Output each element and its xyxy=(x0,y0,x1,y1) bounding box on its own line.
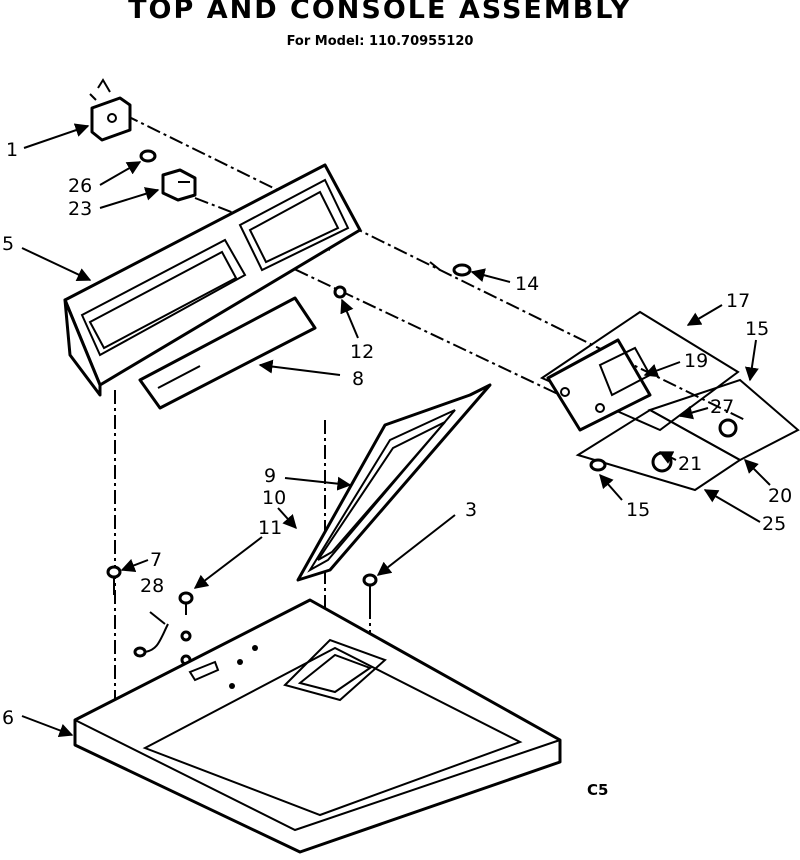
callout-17: 17 xyxy=(726,290,750,312)
part-8-trim xyxy=(138,296,317,410)
callout-26: 26 xyxy=(68,175,92,197)
callout-labels: 1 26 23 5 14 12 8 17 15 19 27 21 20 15 2… xyxy=(2,139,792,799)
callout-21: 21 xyxy=(678,453,702,475)
model-subtitle: For Model: 110.70955120 xyxy=(286,34,474,49)
part-7-screw xyxy=(106,565,122,595)
diagram-title: TOP AND CONSOLE ASSEMBLY xyxy=(128,0,632,25)
callout-12: 12 xyxy=(350,341,374,363)
part-17-bracket-outline xyxy=(539,310,740,432)
page-code: C5 xyxy=(587,781,608,799)
part-3-screw xyxy=(362,573,378,605)
part-26-screw xyxy=(139,149,157,163)
callout-25: 25 xyxy=(762,513,786,535)
callout-19: 19 xyxy=(684,350,708,372)
callout-8: 8 xyxy=(352,368,364,390)
callout-5: 5 xyxy=(2,233,14,255)
callout-1: 1 xyxy=(6,139,18,161)
callout-15-top: 15 xyxy=(745,318,769,340)
callout-3: 3 xyxy=(465,499,477,521)
callout-28: 28 xyxy=(140,575,164,597)
callout-27: 27 xyxy=(710,396,734,418)
part-5-console xyxy=(63,163,362,397)
callout-14: 14 xyxy=(515,273,539,295)
callout-7: 7 xyxy=(150,549,162,571)
part-19-controls xyxy=(546,338,652,432)
part-12-screw xyxy=(333,285,347,299)
part-6-top xyxy=(73,598,562,854)
part-9-door xyxy=(296,383,492,582)
part-23-bracket xyxy=(161,168,197,202)
callout-10: 10 xyxy=(262,487,286,509)
callout-23: 23 xyxy=(68,198,92,220)
callout-11: 11 xyxy=(258,517,282,539)
part-28-wire xyxy=(133,623,169,658)
callout-20: 20 xyxy=(768,485,792,507)
part-1-switch xyxy=(89,78,132,142)
leader-lines xyxy=(21,123,771,738)
callout-15-bottom: 15 xyxy=(626,499,650,521)
callout-6: 6 xyxy=(2,707,14,729)
part-14-clip xyxy=(452,263,472,277)
callout-9: 9 xyxy=(264,465,276,487)
